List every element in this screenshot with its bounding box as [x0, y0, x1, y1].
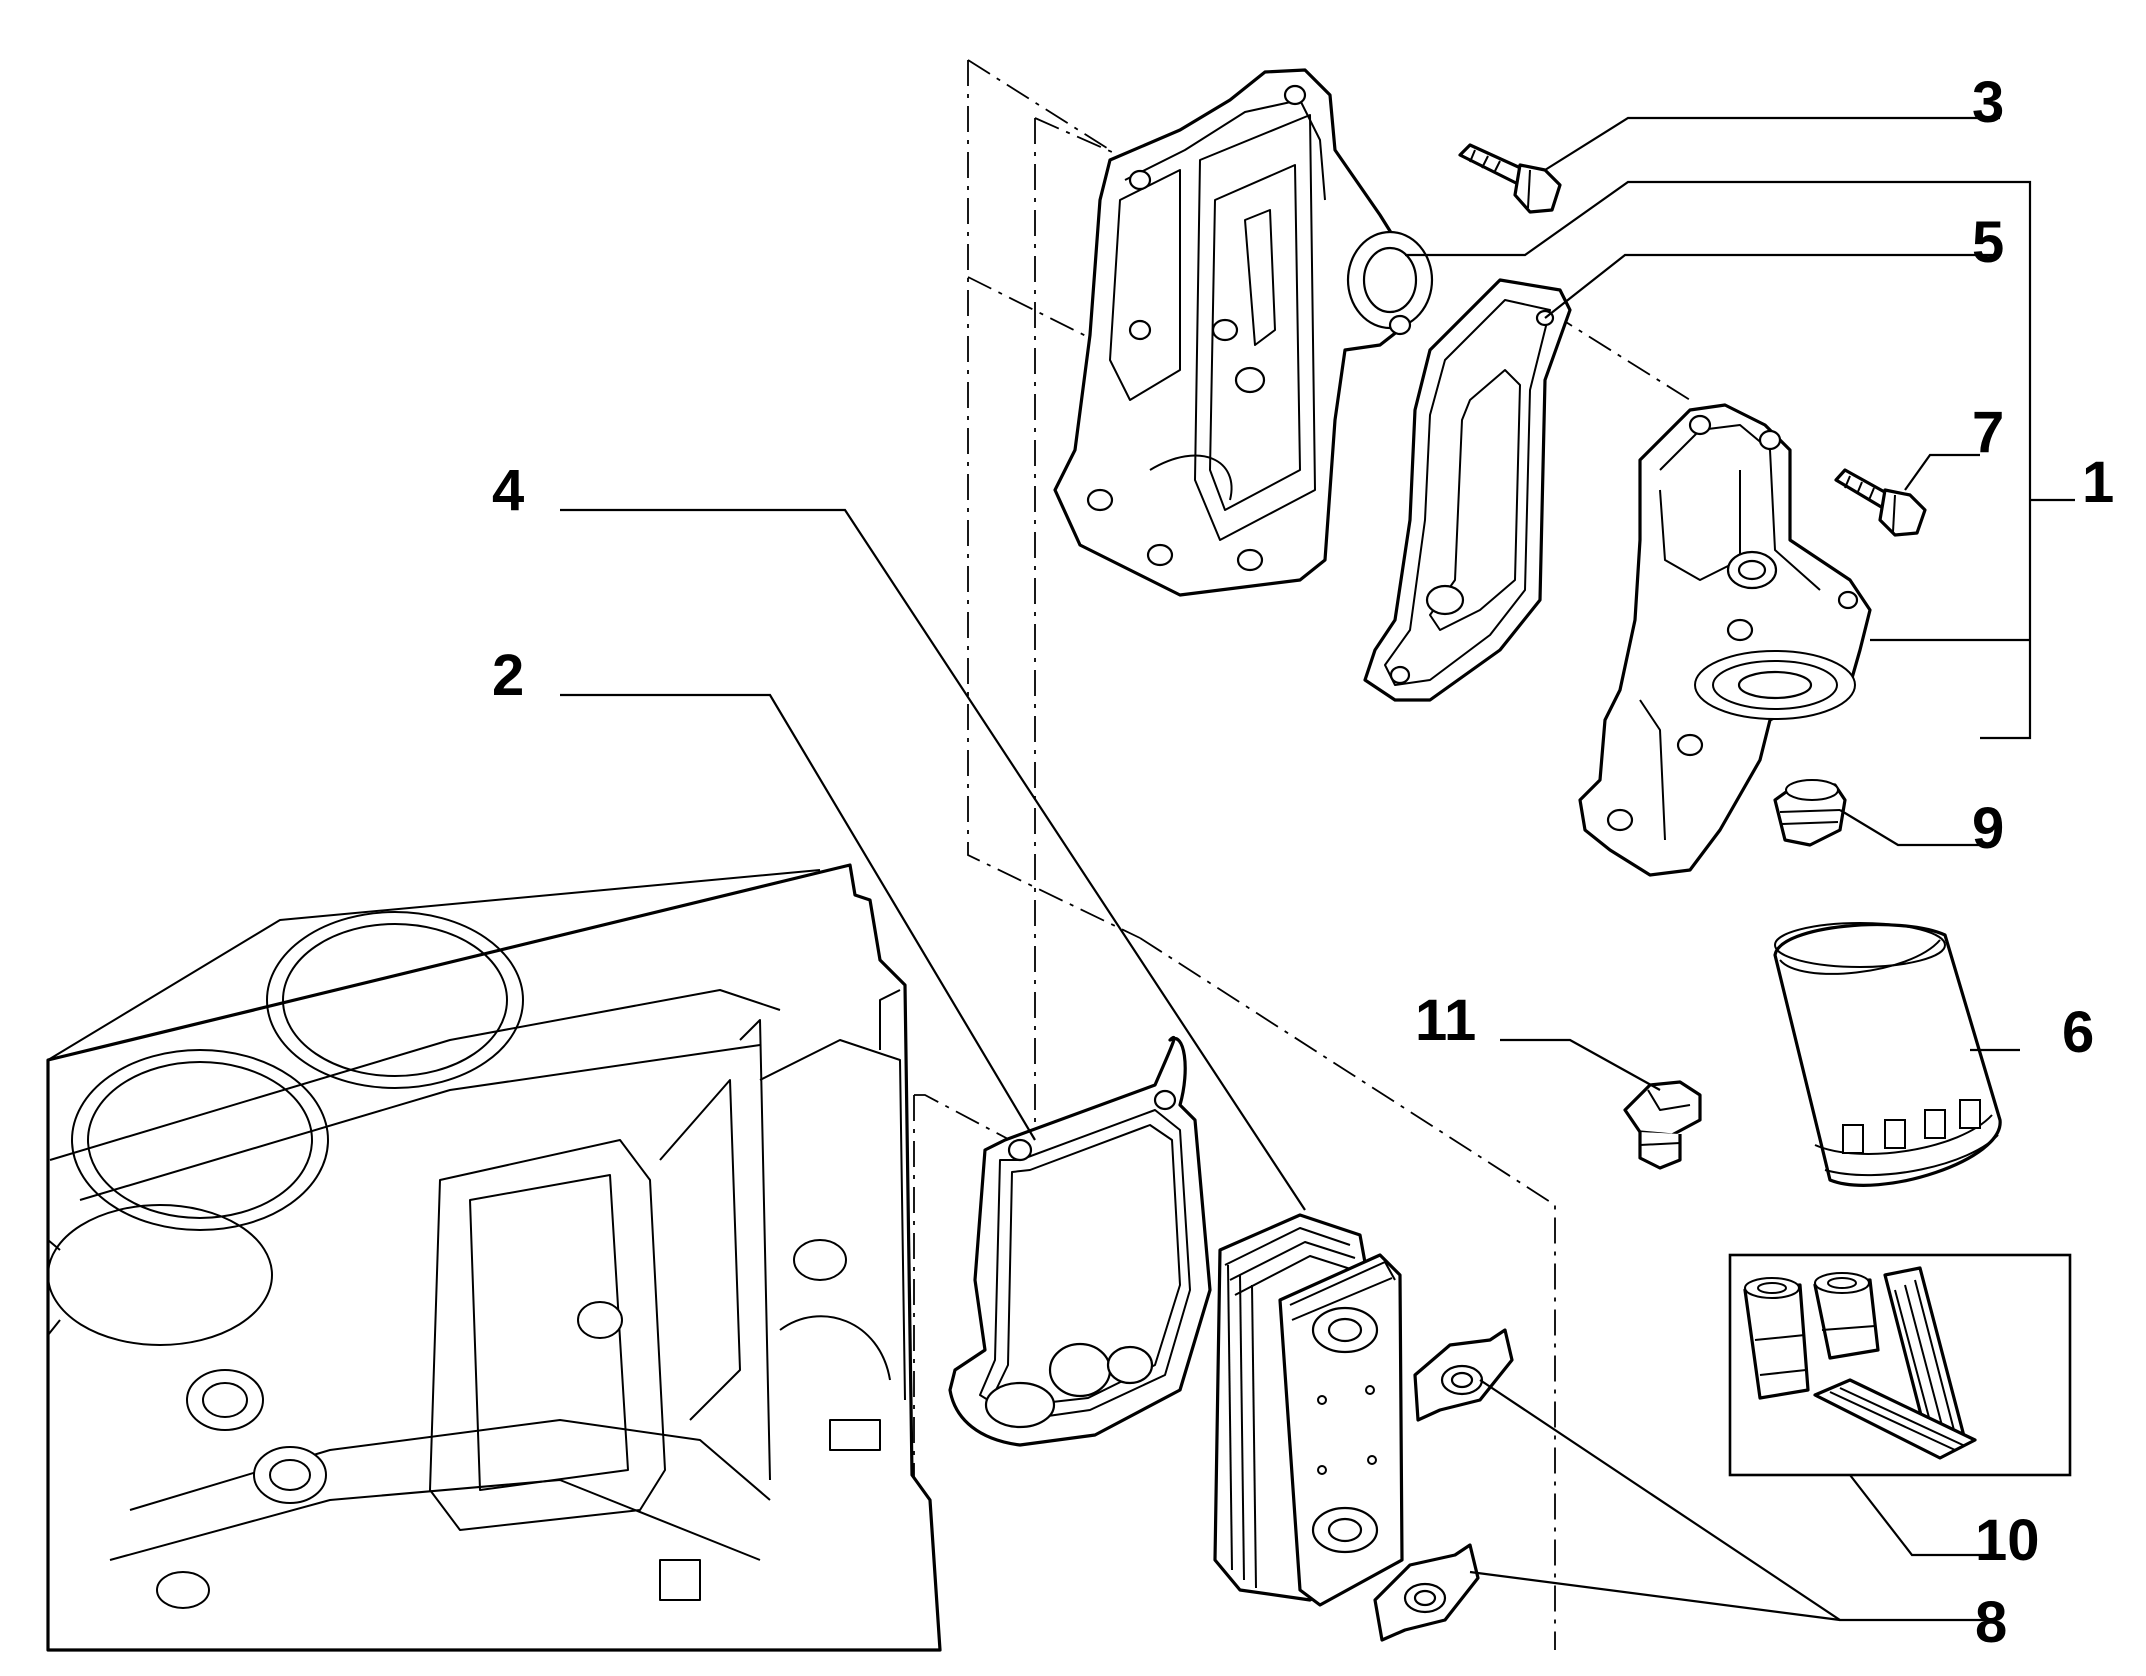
bolt-3 — [1458, 143, 1562, 214]
callout-labels: 3 5 7 1 9 6 11 10 8 4 2 — [492, 70, 2114, 1655]
oil-filter-housing-bottom — [1578, 403, 1872, 877]
callout-7: 7 — [1972, 400, 2004, 465]
kit-filter-b — [1813, 1272, 1880, 1360]
oil-cooler — [1213, 1213, 1404, 1607]
kit-filter-a — [1743, 1277, 1810, 1400]
oil-filter — [1773, 922, 2002, 1187]
callout-3: 3 — [1972, 70, 2004, 135]
callout-9: 9 — [1972, 796, 2004, 861]
callout-2: 2 — [492, 643, 524, 708]
callout-10: 10 — [1975, 1508, 2040, 1573]
callout-6: 6 — [2062, 1000, 2094, 1065]
oil-filter-housing-top — [1053, 68, 1434, 597]
bolt-7 — [1834, 468, 1927, 537]
plug-9 — [1773, 779, 1847, 847]
plug-11 — [1623, 1080, 1702, 1170]
callout-1: 1 — [2082, 450, 2114, 515]
service-kit-box — [1728, 1253, 2072, 1477]
callout-4: 4 — [492, 458, 524, 523]
housing-gasket — [1363, 278, 1572, 702]
gasket-large — [948, 1036, 1212, 1447]
callout-8: 8 — [1975, 1590, 2007, 1655]
callout-5: 5 — [1972, 210, 2004, 275]
engine-block — [46, 863, 942, 1652]
kit-cabin-filter — [1813, 1378, 1977, 1460]
leader-lines — [560, 116, 2075, 1622]
callout-11: 11 — [1415, 988, 1476, 1053]
flange-gaskets — [1373, 1328, 1514, 1642]
